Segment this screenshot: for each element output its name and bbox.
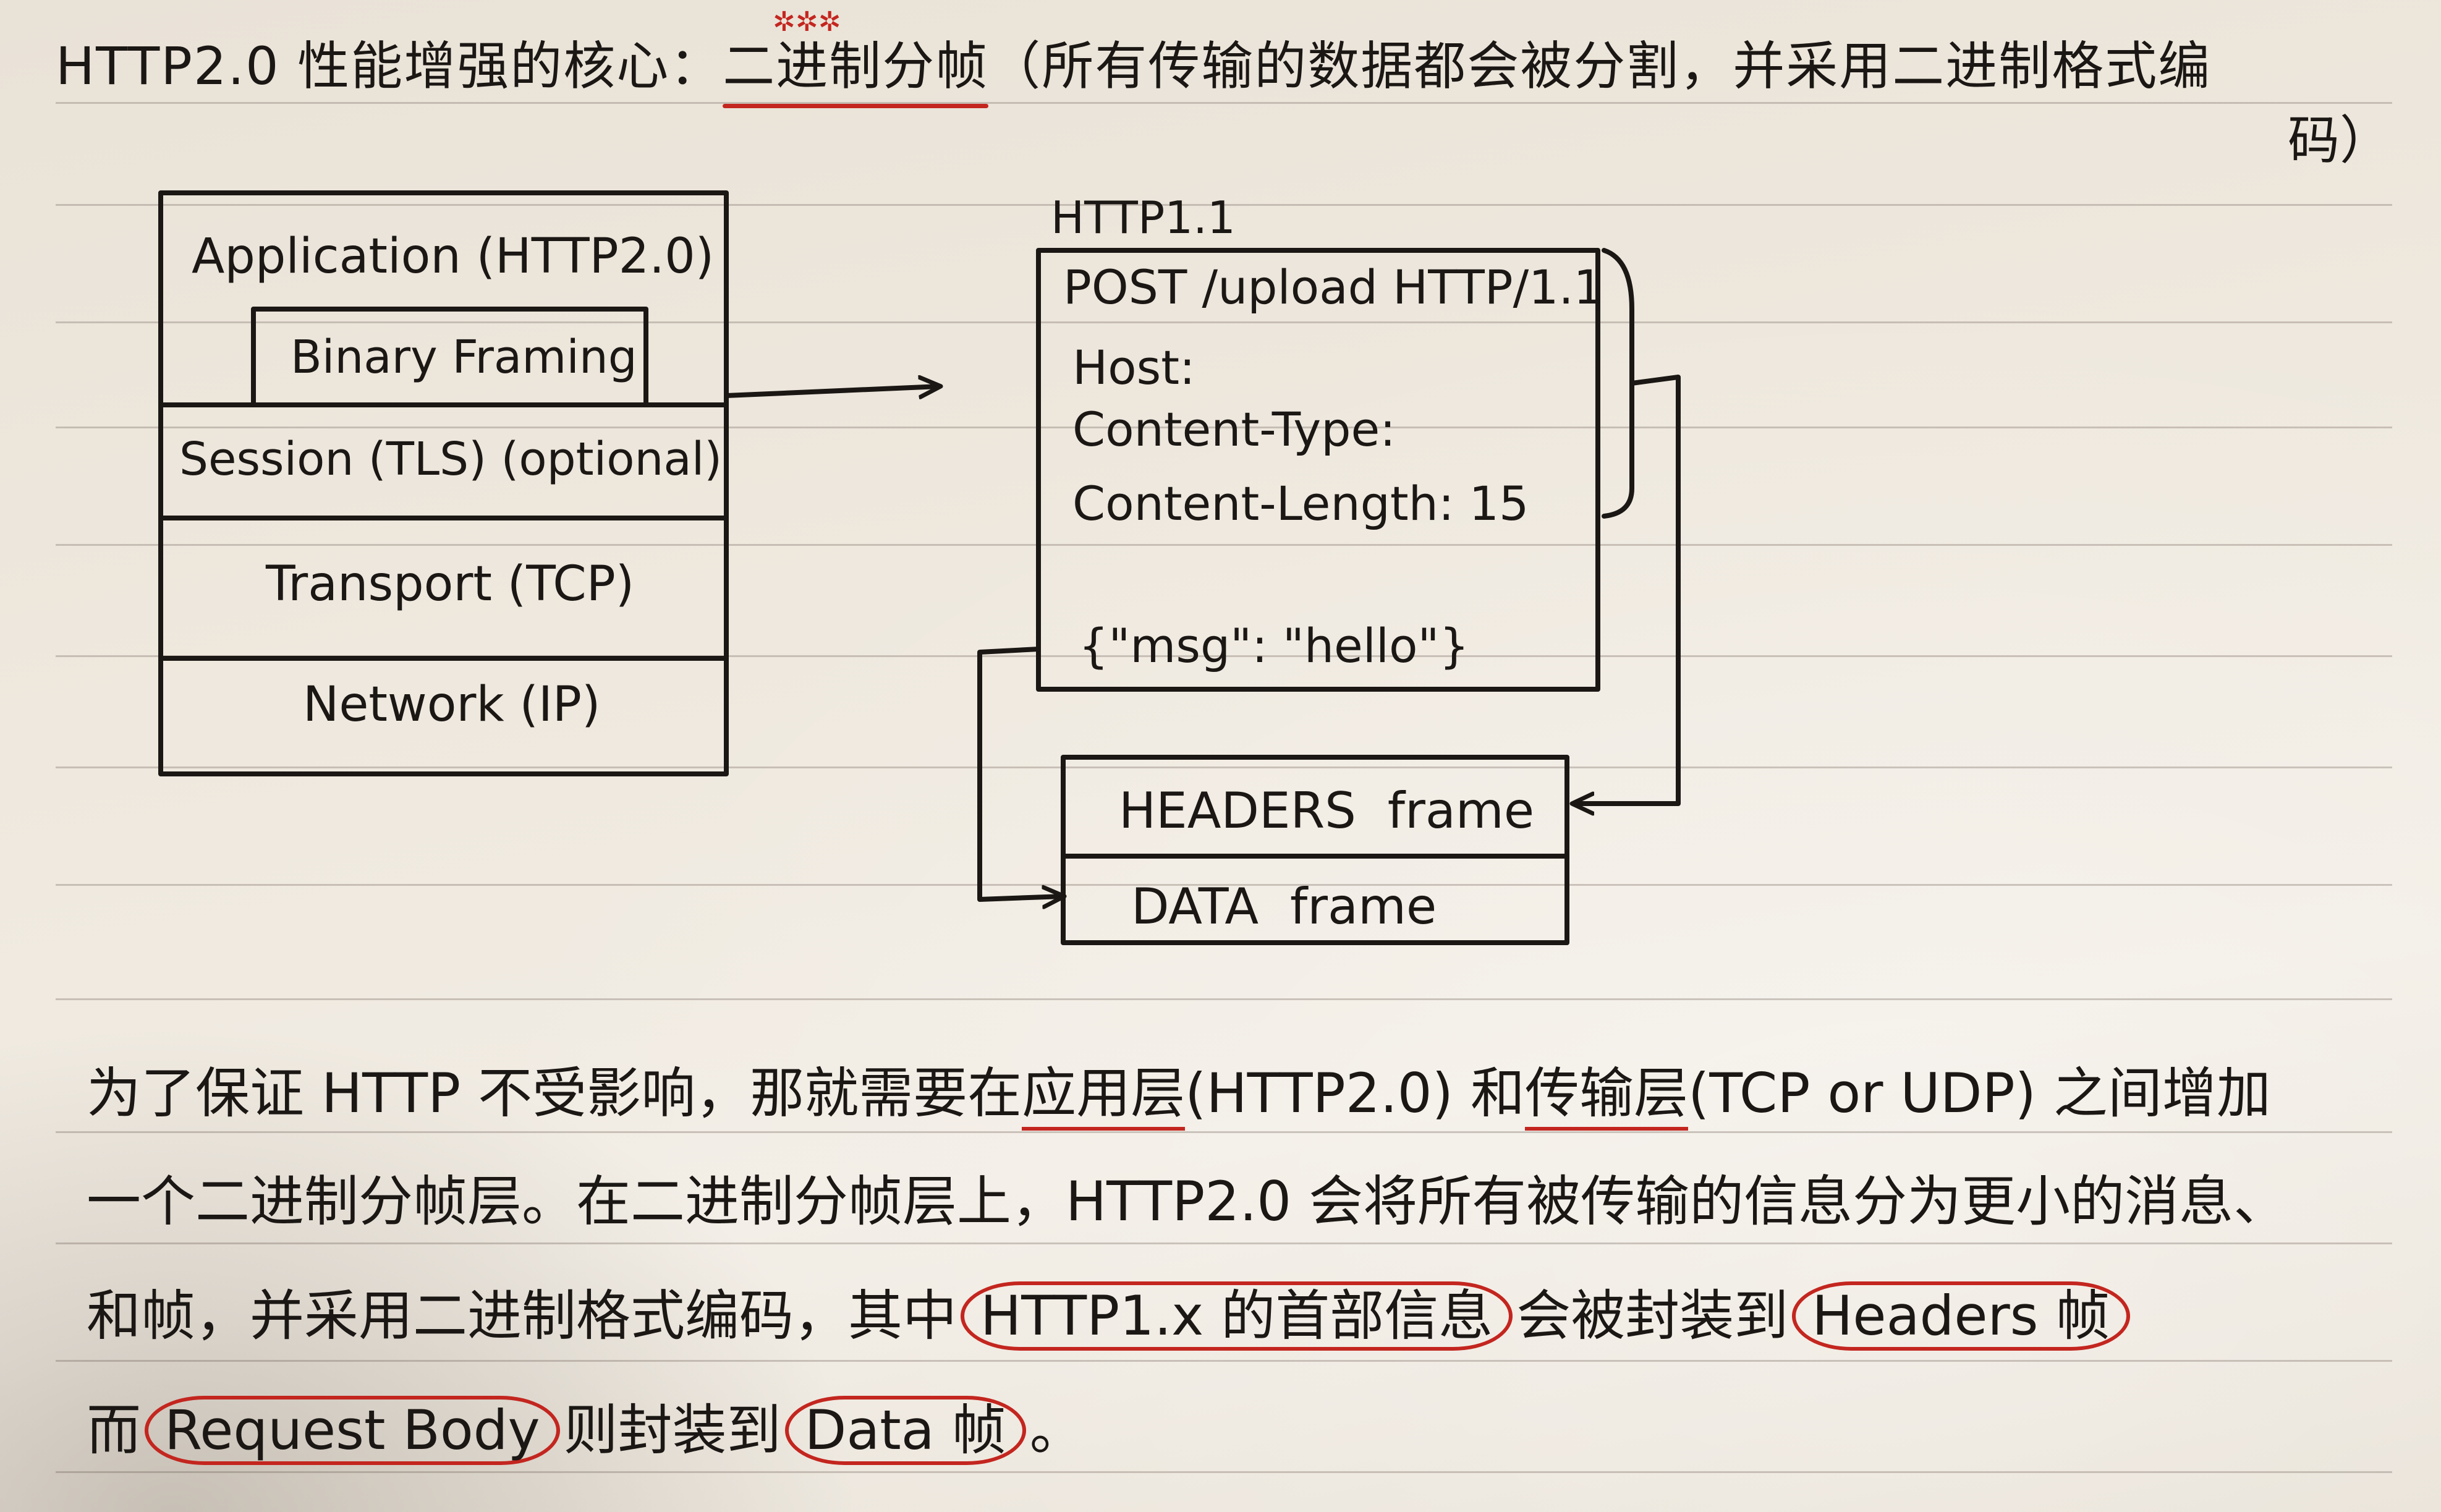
http11-header-content-type: Content-Type:	[1072, 402, 1396, 457]
paragraph-text: 会被封装到	[1516, 1284, 1789, 1348]
rule-line	[56, 544, 2392, 546]
paragraph-line-1: 为了保证 HTTP 不受影响，那就需要在应用层(HTTP2.0) 和传输层(TC…	[87, 1061, 2386, 1131]
rule-line	[56, 998, 2392, 1000]
http11-body: {"msg": "hello"}	[1079, 618, 1469, 673]
title-emphasis: 二进制分帧	[723, 25, 989, 108]
paragraph-line-2: 一个二进制分帧层。在二进制分帧层上，HTTP2.0 会将所有被传输的信息分为更小…	[87, 1170, 2288, 1233]
layer-transport-label: Transport (TCP)	[266, 556, 635, 612]
paragraph-text: (HTTP2.0) 和	[1185, 1061, 1525, 1125]
http11-caption: HTTP1.1	[1051, 192, 1236, 244]
rule-line	[56, 767, 2392, 768]
arrow-to-http11	[724, 386, 940, 396]
paragraph-text: 则封装到	[563, 1398, 781, 1462]
rule-line	[56, 1360, 2392, 1362]
headers-frame-label: HEADERS frame	[1119, 782, 1535, 839]
http11-request-line: POST /upload HTTP/1.1	[1063, 260, 1604, 315]
http11-header-host: Host:	[1072, 340, 1195, 395]
rule-line	[56, 204, 2392, 206]
app-layer-underlined: 应用层	[1022, 1061, 1186, 1131]
data-frame-circled: Data 帧	[784, 1396, 1026, 1465]
title-note-continuation: 码）	[2287, 110, 2392, 171]
headers-info-circled: HTTP1.x 的首部信息	[961, 1281, 1513, 1351]
layer-binary-framing-label: Binary Framing	[291, 331, 637, 384]
paragraph-text: 。	[1029, 1398, 1084, 1462]
body-connector	[977, 647, 1063, 899]
emphasis-star-marks: ✲✲✲	[773, 6, 841, 38]
headers-frame-circled: Headers 帧	[1792, 1281, 2130, 1351]
data-frame-label: DATA frame	[1131, 878, 1437, 935]
request-body-circled: Request Body	[145, 1396, 560, 1465]
paragraph-text: 和帧，并采用二进制格式编码，其中	[87, 1284, 957, 1348]
rule-line	[56, 1242, 2392, 1244]
paragraph-text: (TCP or UDP) 之间增加	[1687, 1061, 2271, 1125]
title-prefix: HTTP2.0 性能增强的核心：	[56, 36, 723, 96]
rule-line	[56, 102, 2392, 104]
title-note: （所有传输的数据都会被分割，并采用二进制格式编	[988, 36, 2212, 96]
rule-line	[56, 321, 2392, 323]
rule-line	[56, 1471, 2392, 1473]
layer-application-label: Application (HTTP2.0)	[192, 229, 715, 284]
paragraph-text: 而	[87, 1398, 142, 1462]
paragraph-text: 为了保证 HTTP 不受影响，那就需要在	[87, 1061, 1022, 1125]
headers-brace	[1602, 248, 1634, 519]
http11-header-content-length: Content-Length: 15	[1072, 476, 1529, 531]
rule-line	[56, 1131, 2392, 1133]
headers-connector	[1573, 375, 1681, 804]
transport-layer-underlined: 传输层	[1524, 1061, 1689, 1131]
layer-session-label: Session (TLS) (optional)	[179, 433, 723, 486]
layer-network-label: Network (IP)	[303, 677, 601, 733]
page-title: HTTP2.0 性能增强的核心：二进制分帧（所有传输的数据都会被分割，并采用二进…	[56, 25, 2212, 108]
